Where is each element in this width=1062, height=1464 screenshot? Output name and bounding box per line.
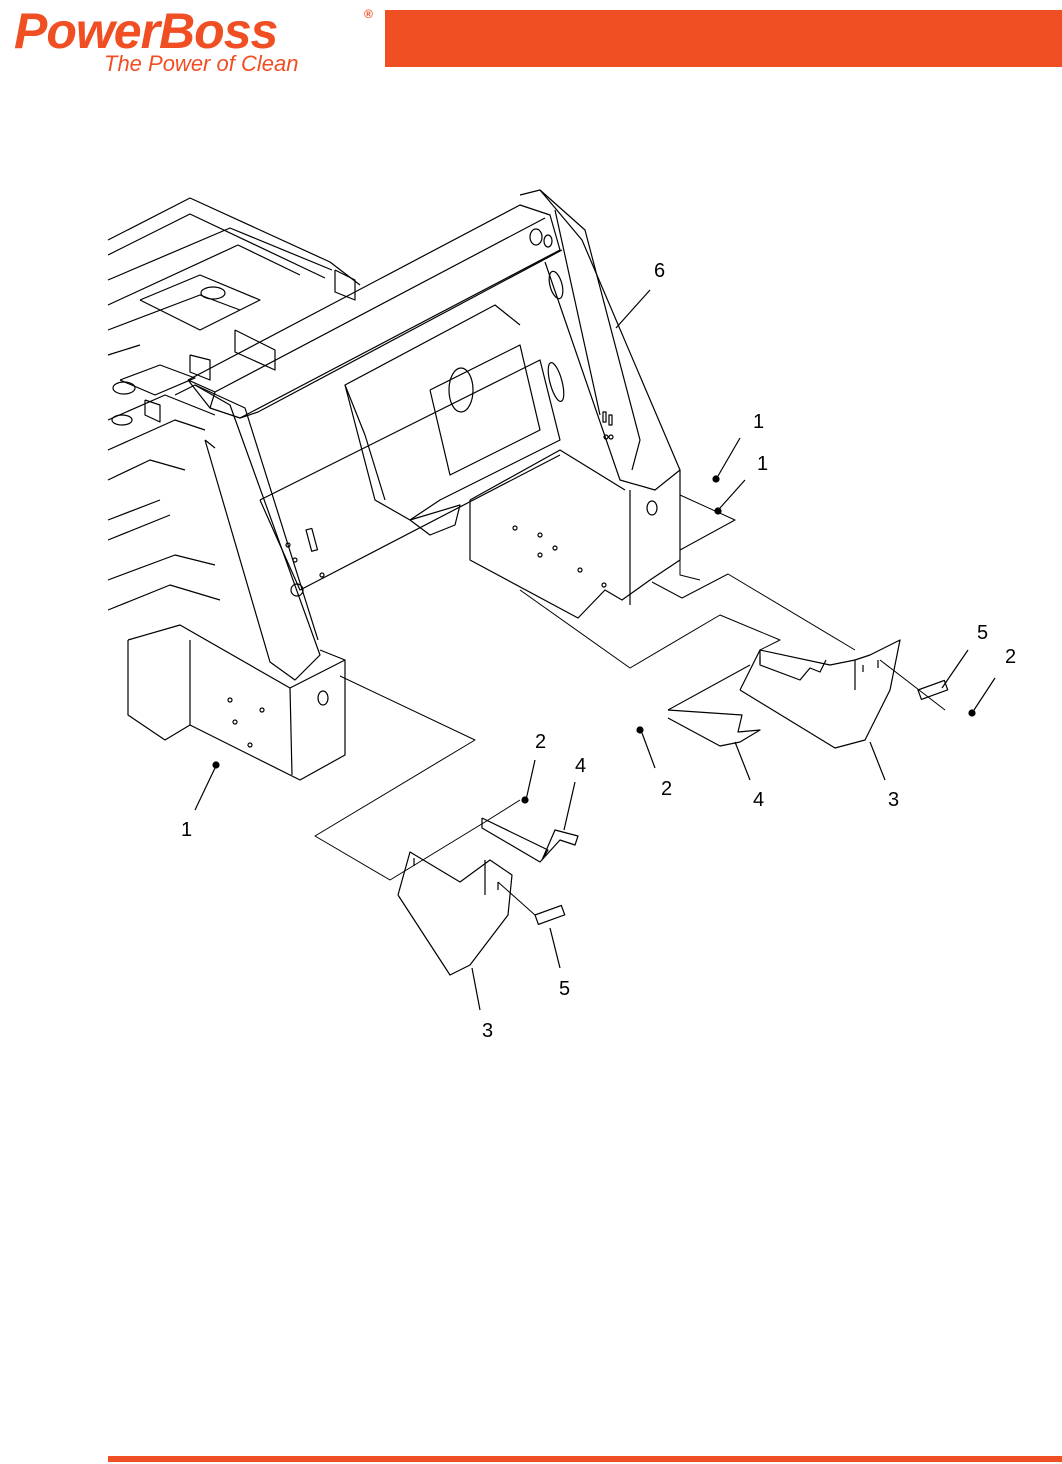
callout-label: 3	[482, 1020, 493, 1042]
callout-label: 5	[559, 978, 570, 1000]
left-fender-assembly	[398, 818, 578, 975]
right-base-block	[470, 450, 680, 618]
callout-label: 2	[535, 731, 546, 753]
chassis-frame	[108, 198, 360, 610]
callout-label: 6	[654, 260, 665, 282]
page-header: PowerBoss ® The Power of Clean	[0, 0, 1062, 80]
right-fender-assembly	[668, 640, 948, 748]
left-upright	[175, 385, 320, 680]
footer-rule	[108, 1456, 1062, 1462]
logo-wordmark: PowerBoss	[14, 4, 277, 58]
callout-label: 1	[181, 819, 192, 841]
powerboss-logo: PowerBoss ® The Power of Clean	[14, 4, 384, 76]
registered-mark: ®	[364, 8, 373, 20]
callout-label: 5	[977, 622, 988, 644]
callout-label: 2	[661, 778, 672, 800]
callout-label: 4	[575, 755, 586, 777]
header-color-bar	[385, 10, 1062, 67]
logo-tagline: The Power of Clean	[104, 52, 298, 76]
central-frame-panel	[260, 305, 560, 590]
parts-exploded-view-drawing: 1 1 1 2 2 2 3 3 4 4 5 5 6	[0, 140, 1062, 1060]
callout-leaders	[195, 290, 995, 1010]
top-cross-beam	[188, 205, 562, 418]
right-upright	[520, 190, 680, 490]
callout-label: 3	[888, 789, 899, 811]
callout-label: 1	[757, 453, 768, 475]
callout-label: 1	[753, 411, 764, 433]
callout-labels: 1 1 1 2 2 2 3 3 4 4 5 5 6	[181, 260, 1016, 1042]
callout-label: 2	[1005, 646, 1016, 668]
fasteners	[213, 476, 975, 803]
left-base-block	[128, 625, 345, 780]
callout-label: 4	[753, 789, 764, 811]
